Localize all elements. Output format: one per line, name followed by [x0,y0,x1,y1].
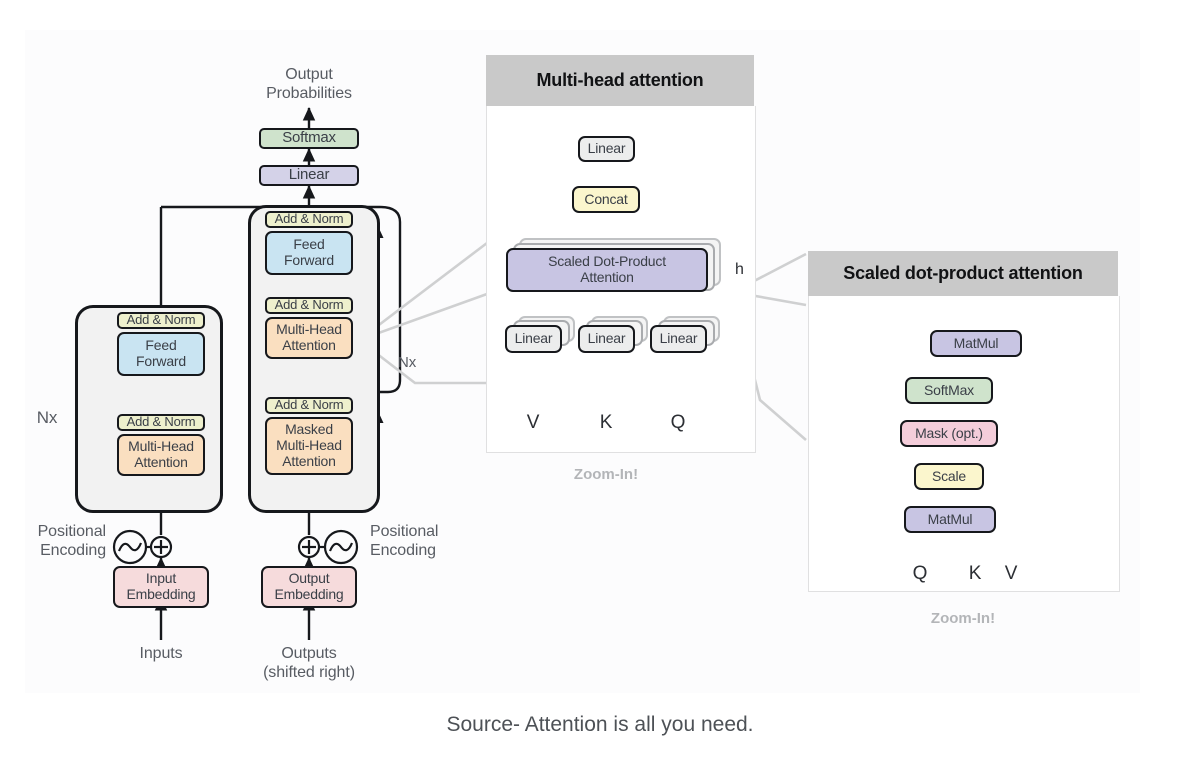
decoder-add-norm-mid: Add & Norm [265,297,353,314]
mha-input-k-label: K [599,412,613,433]
mha-scaled-dot-product-attention: Scaled Dot-Product Attention [506,248,708,292]
mha-linear-top: Linear [578,136,635,162]
inputs-label: Inputs [139,645,183,662]
encoder-add-norm-bottom: Add & Norm [117,414,205,431]
source-caption: Source- Attention is all you need. [446,713,754,736]
mha-linear-q: Linear [650,325,707,353]
positional-encoding-right-label: Positional Encoding [370,523,439,559]
linear-box: Linear [259,165,359,186]
sdp-mask: Mask (opt.) [900,420,998,447]
mha-input-q-label: Q [670,412,686,433]
decoder-masked-multi-head-attention: Masked Multi-Head Attention [265,417,353,475]
decoder-feed-forward: Feed Forward [265,231,353,275]
scaled-zoom-caption: Zoom-In! [930,610,996,627]
decoder-multi-head-attention: Multi-Head Attention [265,317,353,359]
mha-linear-v: Linear [505,325,562,353]
encoder-add-norm-top: Add & Norm [117,312,205,329]
encoder-repeat-label: Nx [36,408,58,427]
input-embedding-box: Input Embedding [113,566,209,608]
sdp-input-v-label: V [1004,563,1018,584]
decoder-repeat-label: Nx [398,354,417,371]
sdp-input-q-label: Q [912,563,928,584]
positional-encoding-left-label: Positional Encoding [37,523,106,559]
mha-heads-label: h [735,261,744,278]
decoder-add-norm-top: Add & Norm [265,211,353,228]
multi-head-attention-panel-title: Multi-head attention [486,55,754,106]
sdp-matmul-bottom: MatMul [904,506,996,533]
sdp-scale: Scale [914,463,984,490]
mha-linear-k: Linear [578,325,635,353]
mha-concat: Concat [572,186,640,213]
sdp-softmax: SoftMax [905,377,993,404]
outputs-label: Outputs (shifted right) [263,645,355,681]
output-embedding-box: Output Embedding [261,566,357,608]
output-probabilities-label: Output Probabilities [266,66,352,102]
mha-input-v-label: V [526,412,540,433]
encoder-multi-head-attention: Multi-Head Attention [117,434,205,476]
decoder-add-norm-bottom: Add & Norm [265,397,353,414]
sdp-matmul-top: MatMul [930,330,1022,357]
softmax-box: Softmax [259,128,359,149]
encoder-feed-forward: Feed Forward [117,332,205,376]
scaled-dot-product-panel-title: Scaled dot-product attention [808,251,1118,296]
multi-head-zoom-caption: Zoom-In! [573,466,639,483]
sdp-input-k-label: K [968,563,982,584]
